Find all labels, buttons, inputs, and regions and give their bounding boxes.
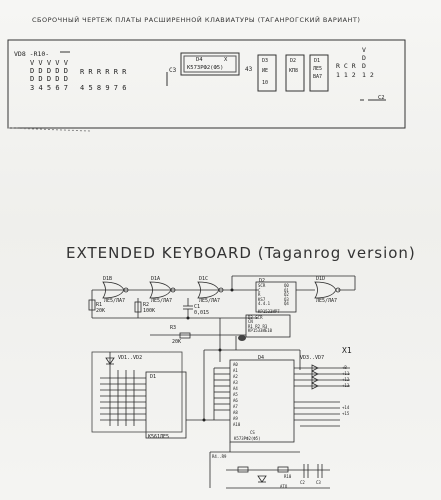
gate-label-3: D1C: [199, 276, 209, 282]
d4-part-label: К573РФ2(Ф5): [234, 436, 261, 441]
d3-label: D3: [262, 58, 269, 64]
key-matrix-outline: [91, 351, 183, 433]
gate-d1a: [149, 281, 176, 299]
vd-letter-row-d2: D D D D D: [30, 75, 68, 83]
gate-part-1: ЛЕ5/ЛА7: [104, 298, 126, 304]
vd3-label: VD3..VD7: [300, 355, 325, 361]
right-nets-upper: +B+11+12+13: [342, 365, 350, 388]
schematic-title: EXTENDED KEYBOARD (Taganrog version): [66, 244, 416, 262]
c1-value: 0,015: [194, 310, 210, 316]
vd-letter-row-d1: D D D D D: [30, 67, 68, 75]
bottom-label-r10: R10: [284, 474, 292, 479]
d1-part: ЛЕ5: [313, 66, 323, 72]
gate-d1b: [102, 281, 129, 299]
assembly-drawing: [7, 39, 406, 132]
rcr-letters: R C R: [336, 62, 356, 70]
gate-part-2: ЛЕ5/ЛА7: [151, 298, 173, 304]
schematic: [88, 275, 356, 489]
gate-label-2: D1A: [151, 276, 161, 282]
d4-cs: CS: [250, 430, 255, 435]
d2-chip-outline: [285, 54, 305, 92]
d4-rom-block: [229, 359, 295, 443]
bottom-label-r4-r9: R4..R9: [212, 454, 227, 459]
gate-part-3: ЛЕ5/ЛА7: [199, 298, 221, 304]
d3-part: ИЕ: [262, 68, 269, 74]
r2-label: R2: [143, 302, 150, 308]
vd-letter-row-v: V V V V V: [30, 59, 68, 67]
r-numbers: 4 5 8 9 7 6: [80, 84, 127, 92]
c3-label: C3: [169, 67, 177, 74]
gate-d1c: [197, 281, 224, 299]
d3-chip-outline: [257, 54, 277, 92]
c1-label: C1: [194, 304, 201, 310]
pcb-outline: [7, 39, 406, 129]
d4-label: D4: [196, 57, 203, 63]
bottom-label-c3: C3: [316, 480, 321, 485]
d4-x: X: [224, 57, 228, 63]
d1-chip-outline: [309, 54, 329, 92]
d4-part: K573PФ2(Ф5): [187, 65, 224, 71]
r1-label: R1: [96, 302, 103, 308]
d4-chip-outline: [180, 52, 240, 76]
right-nets-lower: +14+15: [342, 405, 350, 416]
r3-value: 20K: [172, 339, 182, 345]
d1-chip-label: D1: [150, 374, 157, 380]
d1-part2: ВА7: [313, 74, 323, 80]
r2-value: 100K: [143, 308, 156, 314]
d2-block-label: D2: [259, 278, 266, 284]
d2-part-label: КР1533ИР7: [258, 309, 280, 314]
d2-label: D2: [290, 58, 297, 64]
d3-num: 10: [262, 80, 269, 86]
d1-label: D1: [314, 58, 321, 64]
gate-d1d: [314, 281, 341, 299]
vd-range-label: VD8 -R10-: [14, 50, 50, 58]
r1-value: 20K: [96, 308, 106, 314]
key-matrix-lines: [100, 370, 146, 426]
bottom-label-c2: C2: [300, 480, 305, 485]
r-letter-row: R R R R R R: [80, 68, 127, 76]
d3-counter-block: [245, 314, 291, 338]
r3-label: R3: [170, 325, 177, 331]
x1-connector-label: X1: [342, 346, 352, 355]
document-title-russian: СБОРОЧНЫЙ ЧЕРТЕЖ ПЛАТЫ РАСШИРЕННОЙ КЛАВИ…: [32, 16, 361, 24]
gate-part-4: ЛЕ5/ЛА7: [316, 298, 338, 304]
d4-block-label: D4: [258, 355, 265, 361]
label-43: 43: [245, 66, 253, 73]
d2-part: КП8: [289, 68, 299, 74]
vdd-numbers: 1 2: [362, 71, 374, 79]
gate-label-4: D1D: [316, 276, 326, 282]
rcr-numbers: 1 1 2: [336, 71, 356, 79]
d2-register-block: [255, 281, 297, 313]
c2-label: C2: [378, 95, 385, 101]
d1-chip-part: К561ЛЕ5: [148, 434, 170, 440]
d1-chip-block: [145, 371, 187, 439]
gate-label-1: D1B: [103, 276, 113, 282]
vd-diode-label: VD1..VD2: [118, 355, 143, 361]
ink-blot: [238, 335, 246, 341]
bottom-label-ato: ATO: [280, 484, 288, 489]
vd-numbers: 3 4 5 6 7: [30, 84, 68, 92]
